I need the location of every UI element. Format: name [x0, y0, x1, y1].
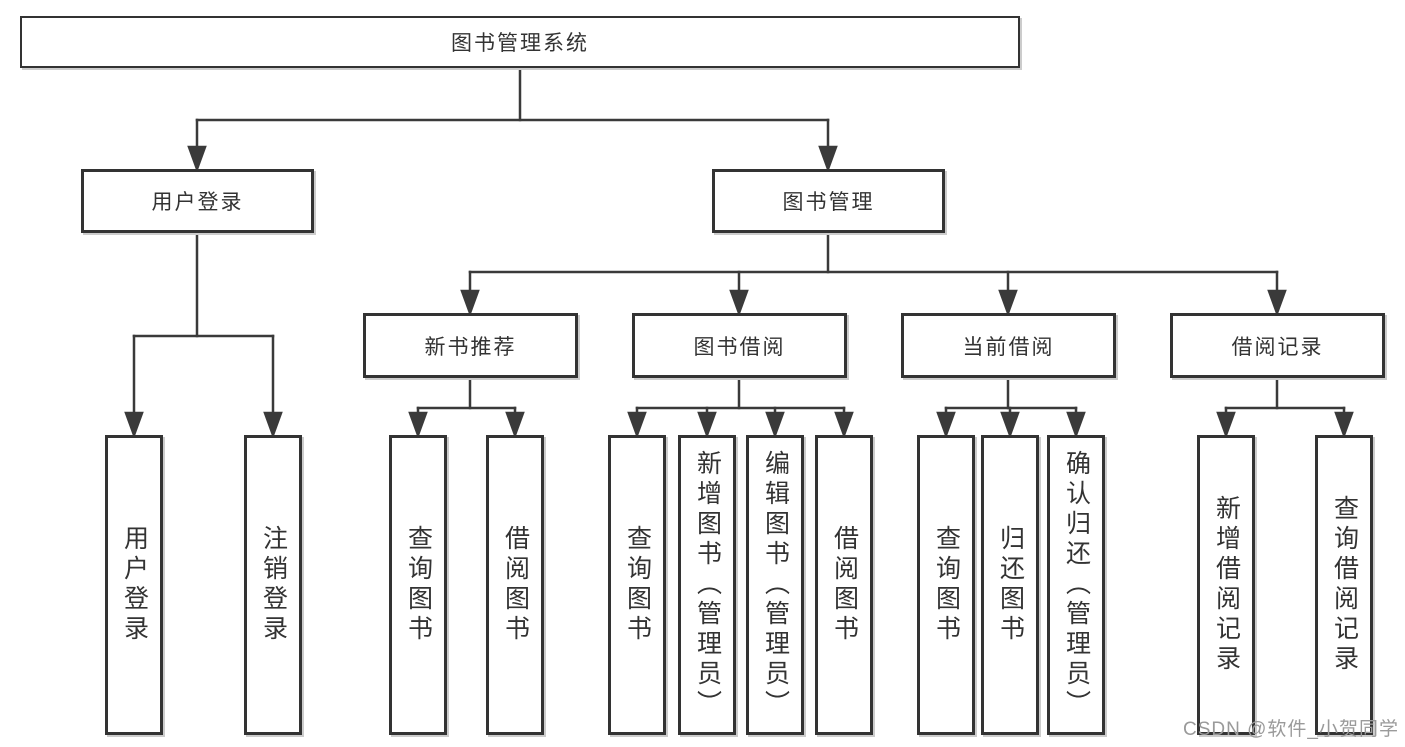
leaf-query-books-recommend-label: 查询图书: [404, 525, 433, 645]
node-library-system: 图书管理系统: [20, 16, 1020, 68]
leaf-query-books-current: 查询图书: [917, 435, 975, 735]
leaf-query-borrow-record: 查询借阅记录: [1315, 435, 1373, 735]
leaf-add-books-admin-label: 新增图书（管理员）: [693, 450, 722, 720]
node-library-system-label: 图书管理系统: [451, 32, 589, 55]
leaf-query-books-recommend: 查询图书: [389, 435, 447, 735]
leaf-query-books-borrow-label: 查询图书: [623, 525, 652, 645]
leaf-user-login-label: 用户登录: [120, 525, 149, 645]
leaf-logout: 注销登录: [244, 435, 302, 735]
node-borrow-records-label: 借阅记录: [1231, 335, 1324, 359]
leaf-confirm-return-admin-label: 确认归还（管理员）: [1062, 450, 1091, 720]
leaf-return-books-label: 归还图书: [996, 525, 1025, 645]
node-current-borrowing-label: 当前借阅: [962, 335, 1055, 359]
leaf-query-books-borrow: 查询图书: [608, 435, 666, 735]
leaf-edit-books-admin: 编辑图书（管理员）: [746, 435, 804, 735]
leaf-borrow-books: 借阅图书: [815, 435, 873, 735]
node-book-management-label: 图书管理: [782, 191, 875, 214]
node-new-book-recommend-label: 新书推荐: [424, 335, 517, 359]
leaf-edit-books-admin-label: 编辑图书（管理员）: [761, 450, 790, 720]
leaf-borrow-books-recommend: 借阅图书: [486, 435, 544, 735]
node-current-borrowing: 当前借阅: [901, 313, 1116, 378]
leaf-query-books-current-label: 查询图书: [932, 525, 961, 645]
node-borrow-records: 借阅记录: [1170, 313, 1385, 378]
leaf-return-books: 归还图书: [981, 435, 1039, 735]
csdn-watermark: CSDN @软件_小贺同学: [1183, 719, 1399, 740]
node-new-book-recommend: 新书推荐: [363, 313, 578, 378]
leaf-query-borrow-record-label: 查询借阅记录: [1330, 495, 1359, 675]
node-user-login-label: 用户登录: [151, 191, 244, 214]
leaf-add-borrow-record-label: 新增借阅记录: [1212, 495, 1241, 675]
leaf-add-borrow-record: 新增借阅记录: [1197, 435, 1255, 735]
leaf-borrow-books-recommend-label: 借阅图书: [501, 525, 530, 645]
node-book-borrowing-label: 图书借阅: [693, 335, 786, 359]
leaf-confirm-return-admin: 确认归还（管理员）: [1047, 435, 1105, 735]
node-user-login: 用户登录: [81, 169, 314, 233]
leaf-borrow-books-label: 借阅图书: [830, 525, 859, 645]
leaf-add-books-admin: 新增图书（管理员）: [678, 435, 736, 735]
node-book-borrowing: 图书借阅: [632, 313, 847, 378]
node-book-management: 图书管理: [712, 169, 945, 233]
leaf-user-login: 用户登录: [105, 435, 163, 735]
leaf-logout-label: 注销登录: [259, 525, 288, 645]
